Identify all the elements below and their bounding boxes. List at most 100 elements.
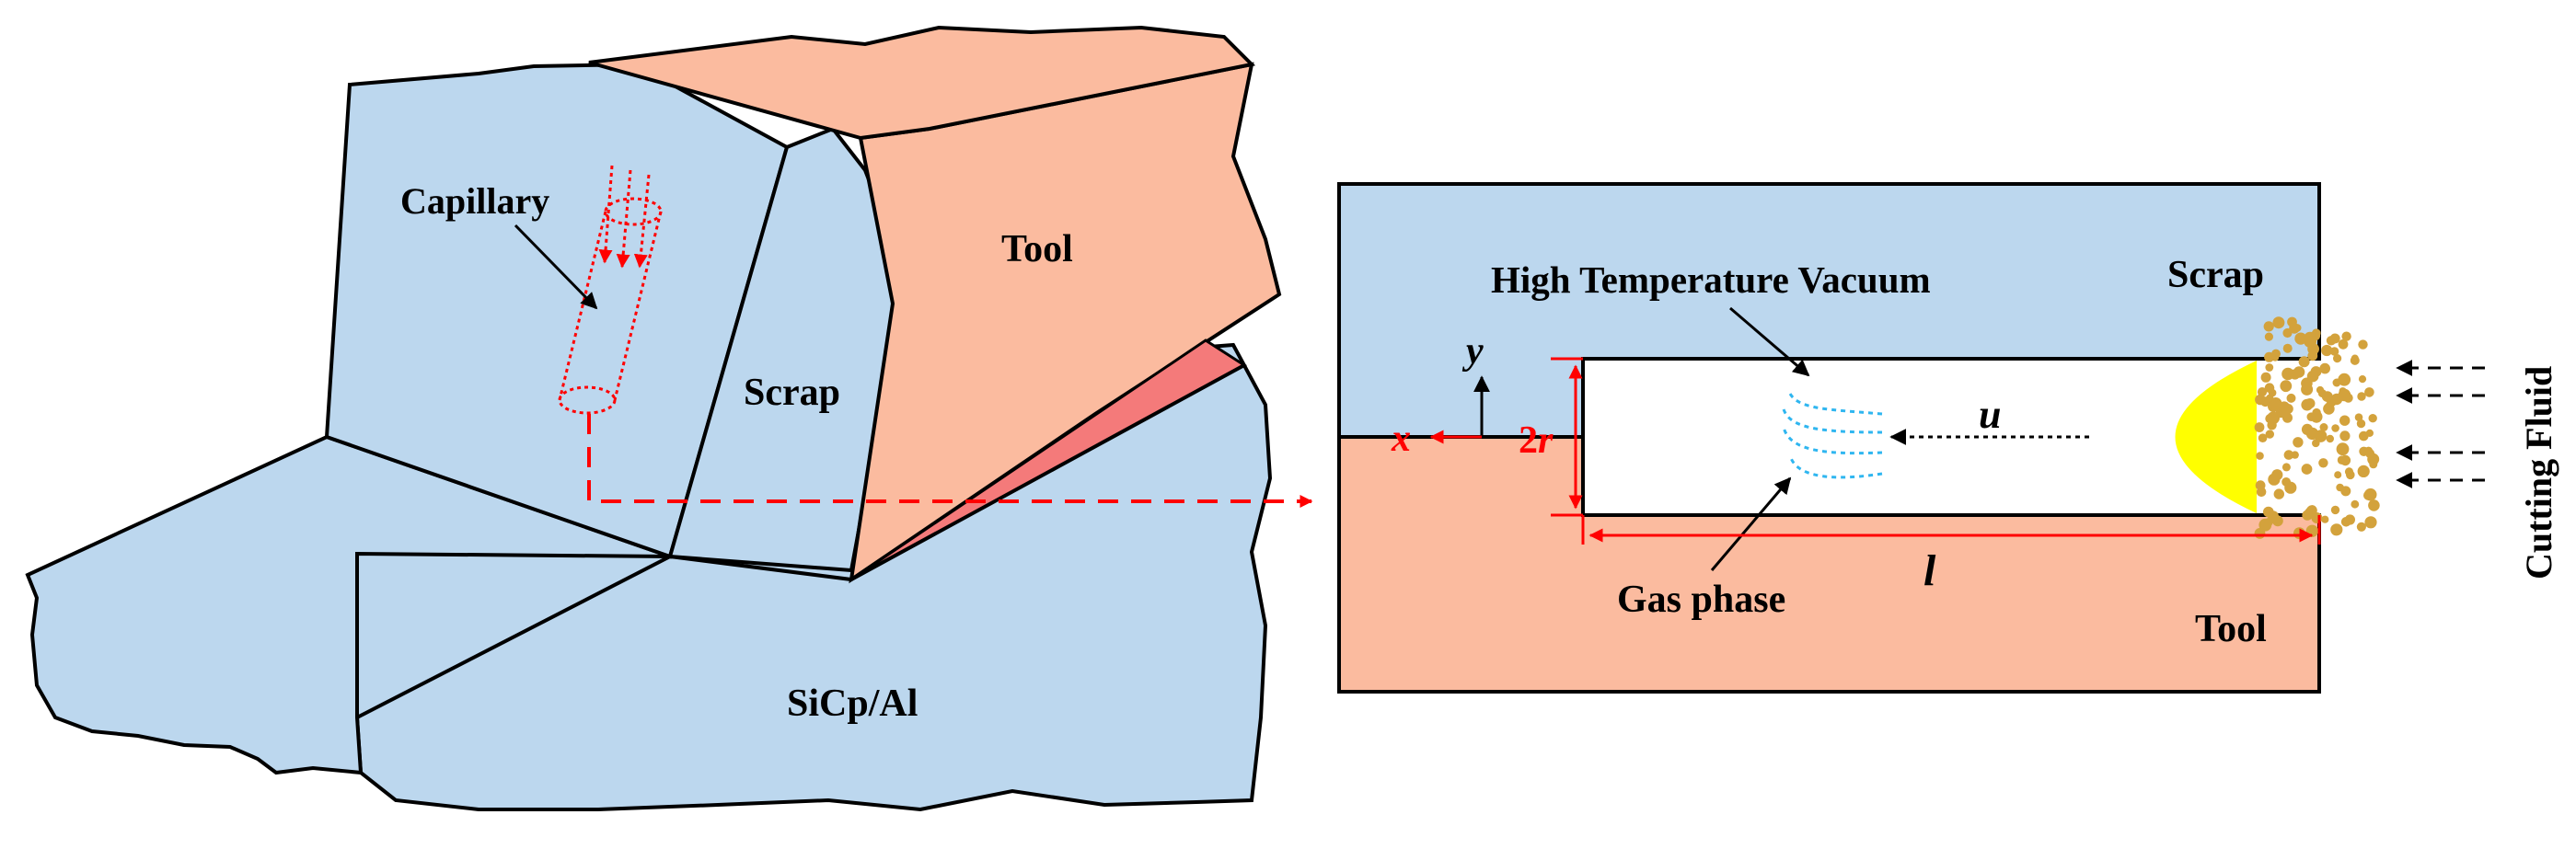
fluid-droplet: [2364, 516, 2377, 529]
fluid-droplet: [2268, 388, 2277, 397]
fluid-droplet: [2326, 336, 2337, 346]
capillary-leader: [514, 224, 598, 310]
fluid-droplet: [2365, 429, 2374, 437]
fluid-droplet: [2263, 321, 2274, 332]
fluid-droplet: [2338, 338, 2349, 350]
fluid-droplet: [2282, 343, 2293, 353]
scrap-label-left: Scrap: [744, 372, 840, 414]
fluid-droplet: [2281, 367, 2294, 381]
fluid-droplet: [2326, 434, 2334, 443]
fluid-droplet: [2272, 316, 2285, 329]
fluid-droplet: [2298, 356, 2310, 368]
capillary-inflow-arrows: [598, 165, 651, 269]
fluid-droplet: [2304, 331, 2316, 345]
fluid-droplet: [2258, 433, 2268, 443]
fluid-droplet: [2265, 430, 2274, 439]
fluid-droplet: [2311, 412, 2322, 423]
fluid-droplet: [2334, 471, 2342, 479]
tool-top-face: [588, 25, 1256, 141]
fluid-droplet: [2319, 362, 2330, 374]
fluid-droplet: [2264, 332, 2273, 341]
radius-symbol: r: [1538, 419, 1554, 462]
fluid-droplet: [2301, 398, 2314, 411]
fluid-droplet: [2302, 510, 2313, 521]
fluid-droplet: [2286, 393, 2296, 403]
fluid-droplet: [2254, 528, 2266, 539]
vacuum-label: High Temperature Vacuum: [1491, 258, 1931, 301]
fluid-droplet: [2356, 522, 2366, 532]
fluid-droplet: [2357, 392, 2366, 401]
length-label: l: [1923, 546, 1936, 595]
fluid-droplet: [2281, 382, 2291, 393]
fluid-droplet: [2336, 442, 2350, 456]
fluid-droplet: [2330, 393, 2343, 406]
workpiece-left-wedge: [25, 434, 671, 775]
length-dimension: [1581, 515, 2321, 545]
fluid-droplet: [2321, 391, 2333, 402]
fluid-droplet: [2282, 327, 2293, 338]
fluid-droplet: [2330, 523, 2343, 536]
fluid-droplet: [2301, 464, 2313, 475]
fluid-droplet: [2260, 372, 2271, 383]
fluid-droplet: [2337, 455, 2347, 465]
fluid-droplet: [2293, 437, 2304, 448]
capillary-label: Capillary: [400, 180, 549, 222]
fluid-droplet: [2357, 465, 2370, 477]
fluid-droplet: [2368, 414, 2377, 423]
fluid-droplet: [2294, 332, 2307, 345]
fluid-droplet: [2339, 415, 2351, 426]
fluid-droplet: [2318, 458, 2328, 468]
cutting-scene-3d: Capillary Tool Scrap SiCp/Al: [25, 25, 1313, 812]
fluid-droplet: [2339, 387, 2347, 396]
fluid-droplet: [2358, 375, 2367, 384]
radius-dimension: [1551, 357, 1583, 517]
fluid-droplet: [2369, 460, 2378, 469]
fluid-droplet: [2339, 430, 2351, 442]
fluid-droplet: [2293, 324, 2302, 332]
fluid-droplet: [2293, 527, 2305, 540]
workpiece-split: [356, 555, 671, 719]
fluid-droplet: [2338, 373, 2351, 386]
fluid-droplet: [2281, 477, 2292, 487]
fluid-droplet: [2301, 383, 2314, 396]
fluid-droplet: [2331, 424, 2339, 432]
fluid-droplet: [2272, 515, 2283, 527]
fluid-droplet: [2319, 423, 2328, 431]
fluid-droplet: [2256, 452, 2264, 460]
fluid-droplet: [2321, 515, 2329, 523]
fluid-droplet: [2336, 483, 2344, 492]
cutting-fluid-droplets: [2254, 316, 2380, 540]
fluid-droplet: [2283, 450, 2294, 460]
fluid-droplet: [2265, 363, 2274, 372]
fluid-droplet: [2281, 402, 2289, 410]
fluid-droplet: [2344, 467, 2354, 476]
fluid-droplet: [2358, 339, 2368, 350]
fluid-droplet: [2316, 385, 2325, 395]
workpiece-crease: [669, 363, 1245, 582]
fluid-droplet: [2273, 488, 2284, 499]
fluid-droplet: [2257, 387, 2268, 397]
fluid-droplet: [2305, 427, 2319, 441]
x-axis-label: x: [1391, 418, 1411, 460]
fluid-droplet: [2330, 505, 2340, 515]
tool-label-right: Tool: [2195, 608, 2267, 650]
fluid-droplet: [2329, 347, 2339, 356]
fluid-droplet: [2364, 387, 2374, 397]
fluid-droplet: [2341, 331, 2351, 341]
radius-label: 2r: [1519, 419, 1554, 462]
vacuum-leader: [1729, 306, 1810, 377]
fluid-droplet: [2356, 419, 2366, 429]
fluid-droplet: [2363, 488, 2377, 501]
fluid-droplet: [2308, 505, 2316, 513]
fluid-droplet: [2268, 473, 2281, 486]
fluid-droplet: [2281, 463, 2291, 472]
fluid-droplet: [2254, 422, 2265, 432]
cutting-fluid-label: Cutting Fluid: [2518, 366, 2559, 579]
workpiece-label: SiCp/Al: [787, 683, 918, 725]
fluid-droplet: [2256, 487, 2267, 498]
fluid-droplet: [2364, 446, 2374, 455]
fluid-droplet: [2307, 350, 2318, 361]
gas-streamlines: [1782, 393, 1883, 479]
fluid-droplet: [2271, 349, 2281, 359]
